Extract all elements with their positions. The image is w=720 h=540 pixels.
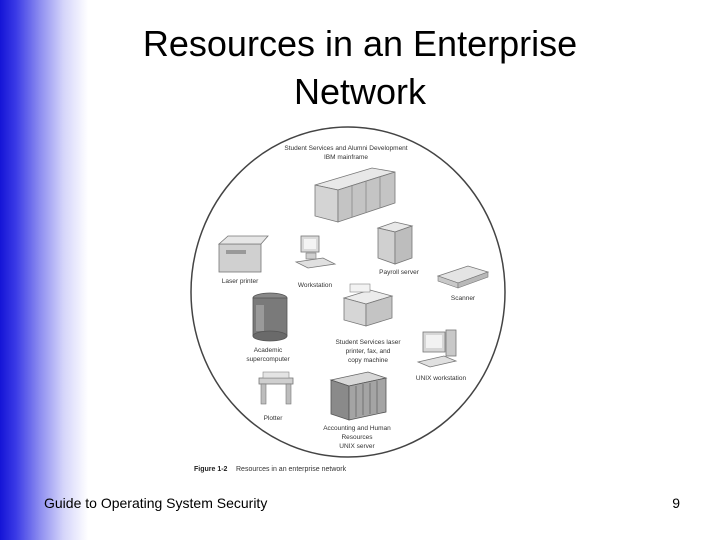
left-gradient-bar (0, 0, 88, 540)
unix-server-label-line-2: Resources (341, 434, 373, 441)
unix-server-label-line-3: UNIX server (339, 443, 375, 450)
page-number: 9 (672, 495, 680, 511)
figure-number: Figure 1-2 (194, 466, 228, 473)
unix-server-icon (329, 371, 388, 421)
laser-printer-label: Laser printer (222, 278, 259, 285)
slide-title-line-1: Resources in an Enterprise (142, 23, 578, 64)
plotter-label: Plotter (264, 415, 284, 422)
plotter-icon (258, 371, 294, 405)
workstation-label: Workstation (298, 282, 333, 289)
workstation-icon (294, 235, 337, 269)
figure-caption: Resources in an enterprise network (236, 466, 347, 473)
mfp-label-line-1: Student Services laser (335, 339, 401, 346)
scanner-icon (436, 265, 490, 289)
unix-server-label-line-1: Accounting and Human (323, 425, 391, 432)
unix-workstation-icon (416, 329, 458, 368)
mfp-label-line-2: printer, fax, and (346, 348, 391, 355)
footer-course-title: Guide to Operating System Security (44, 495, 268, 511)
mainframe-icon (314, 167, 396, 223)
mainframe-label-line-1: Student Services and Alumni Development (284, 145, 407, 152)
mfp-label-line-3: copy machine (348, 357, 388, 364)
unix-workstation-label: UNIX workstation (416, 375, 467, 382)
scanner-label: Scanner (451, 295, 476, 302)
supercomputer-label-line-1: Academic (254, 347, 283, 354)
multifunction-printer-icon (342, 283, 394, 327)
network-boundary-ellipse (190, 126, 506, 458)
mainframe-label-line-2: IBM mainframe (324, 154, 368, 161)
supercomputer-icon (252, 292, 288, 342)
slide-title-line-2: Network (293, 71, 427, 112)
supercomputer-label-line-2: supercomputer (246, 356, 290, 363)
payroll-server-label: Payroll server (379, 269, 420, 276)
payroll-server-icon (376, 221, 414, 265)
laser-printer-icon (217, 235, 269, 273)
